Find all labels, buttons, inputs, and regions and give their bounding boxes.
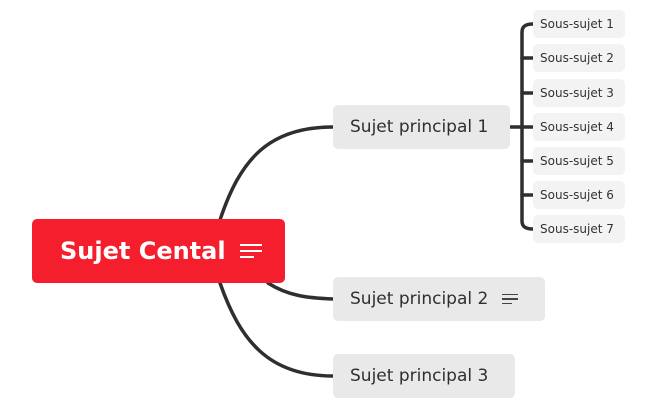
subtopic-label: Sous-sujet 4 bbox=[540, 120, 614, 134]
subtopic-2[interactable]: Sous-sujet 2 bbox=[533, 44, 625, 72]
subtopic-1[interactable]: Sous-sujet 1 bbox=[533, 10, 625, 38]
subtopic-5[interactable]: Sous-sujet 5 bbox=[533, 147, 625, 175]
main-topic-label: Sujet principal 2 bbox=[350, 289, 489, 309]
subtopic-label: Sous-sujet 3 bbox=[540, 86, 614, 100]
central-topic-label: Sujet Cental bbox=[60, 237, 226, 265]
main-topic-label: Sujet principal 3 bbox=[350, 366, 489, 386]
main-topic-2[interactable]: Sujet principal 2 bbox=[333, 277, 545, 321]
subtopic-label: Sous-sujet 2 bbox=[540, 51, 614, 65]
subtopic-7[interactable]: Sous-sujet 7 bbox=[533, 215, 625, 243]
main-topic-3[interactable]: Sujet principal 3 bbox=[333, 354, 515, 398]
subtopic-3[interactable]: Sous-sujet 3 bbox=[533, 79, 625, 107]
subtopic-label: Sous-sujet 1 bbox=[540, 17, 614, 31]
main-topic-label: Sujet principal 1 bbox=[350, 117, 489, 137]
notes-icon[interactable] bbox=[239, 241, 262, 261]
notes-icon[interactable] bbox=[502, 292, 519, 306]
subtopic-6[interactable]: Sous-sujet 6 bbox=[533, 181, 625, 209]
central-topic[interactable]: Sujet Cental bbox=[32, 219, 285, 283]
connector-central-to-main-3 bbox=[218, 281, 335, 378]
subtopic-label: Sous-sujet 5 bbox=[540, 154, 614, 168]
connector-central-to-main-2 bbox=[266, 281, 335, 301]
main-topic-1[interactable]: Sujet principal 1 bbox=[333, 105, 510, 149]
subtopic-label: Sous-sujet 6 bbox=[540, 188, 614, 202]
connector-central-to-main-1 bbox=[218, 125, 335, 222]
subtopic-4[interactable]: Sous-sujet 4 bbox=[533, 113, 625, 141]
subtopic-label: Sous-sujet 7 bbox=[540, 222, 614, 236]
